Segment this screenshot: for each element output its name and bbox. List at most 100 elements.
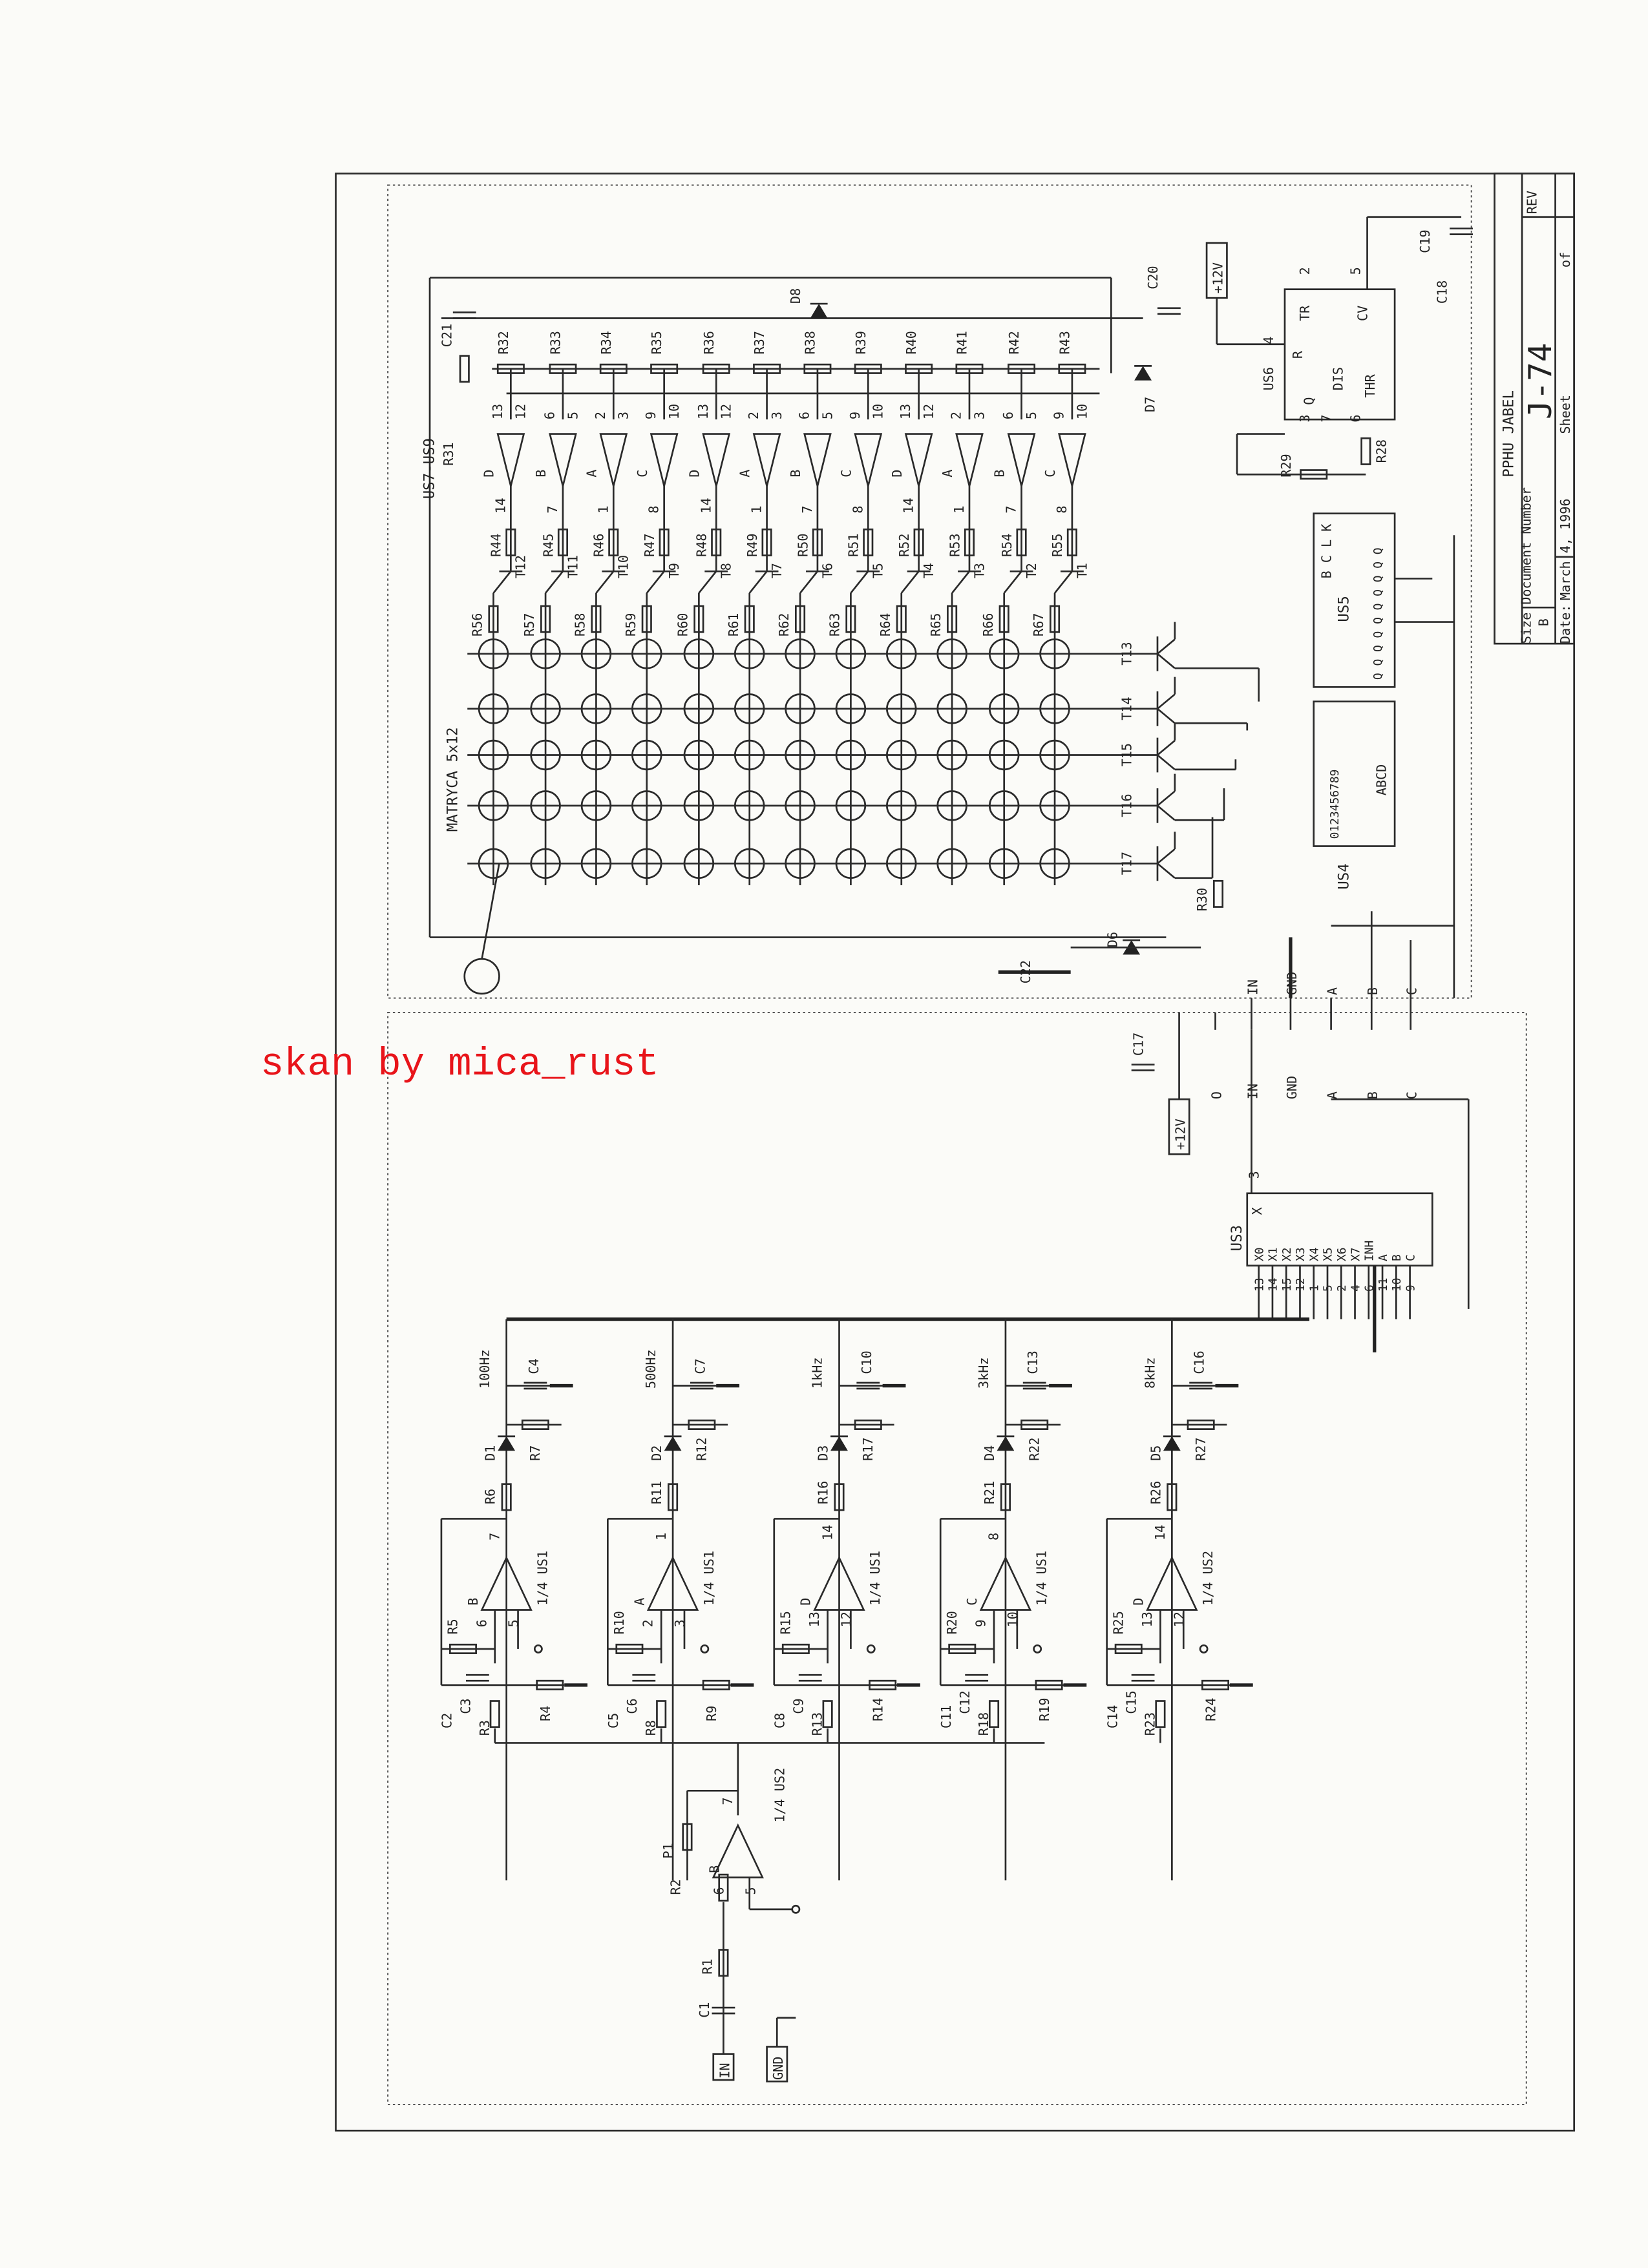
label-r2: R2 xyxy=(668,1879,683,1895)
label-diode: D1 xyxy=(483,1445,498,1461)
label-opamp-group: US7-US9 xyxy=(421,438,438,499)
label-top-resistor: R32 xyxy=(496,331,511,354)
label-r-out: R16 xyxy=(816,1481,831,1504)
resistor-symbol xyxy=(682,1823,693,1851)
us3-input-name: X4 xyxy=(1307,1247,1321,1261)
label-base-resistor: R55 xyxy=(1050,533,1065,556)
filter-frequency-label: 1kHz xyxy=(810,1358,825,1389)
opamp-pin: 3 xyxy=(971,412,987,419)
label-top-resistor: R42 xyxy=(1006,331,1022,354)
label-column-transistor: T4 xyxy=(921,563,936,578)
connector-top-label: A xyxy=(1325,987,1340,995)
opamp-label: 1/4 US2 xyxy=(772,1768,787,1823)
wire xyxy=(481,863,500,960)
resistor-symbol xyxy=(489,1700,500,1728)
opamp-unit-label: A xyxy=(584,470,599,478)
label-row-transistor: T13 xyxy=(1119,642,1135,665)
ref-terminal xyxy=(533,1644,543,1654)
label-column-resistor: R67 xyxy=(1031,613,1046,636)
resistor-symbol xyxy=(702,1679,730,1690)
opamp-pin: 14 xyxy=(819,1525,835,1540)
opamp-unit-label: D xyxy=(1131,1598,1146,1606)
label-r28: R28 xyxy=(1374,439,1389,463)
resistor-symbol xyxy=(1035,1679,1063,1690)
opamp-pin: 3 xyxy=(769,412,785,419)
us3-out-pin-name: X xyxy=(1249,1207,1265,1215)
label-c-a: C6 xyxy=(624,1698,640,1714)
label-r-a: R23 xyxy=(1143,1712,1158,1736)
label-top-resistor: R35 xyxy=(649,331,664,354)
resistor-symbol xyxy=(641,605,652,633)
us4-inputs: ABCD xyxy=(1374,764,1389,795)
label-diode: D2 xyxy=(649,1445,664,1461)
opamp-pin: 7 xyxy=(487,1533,502,1540)
label-column-transistor: T9 xyxy=(666,563,682,578)
opamp-pin: 8 xyxy=(646,506,662,514)
resistor-symbol xyxy=(998,605,1009,633)
opamp-pin: 13 xyxy=(695,404,711,419)
document-number: J-74 xyxy=(1521,343,1559,420)
us6-pin-number: 6 xyxy=(1347,415,1363,423)
ref-terminal xyxy=(866,1644,876,1654)
label-column-resistor: R56 xyxy=(470,613,485,636)
opamp-pin: 12 xyxy=(921,404,936,419)
us3-input-name: X2 xyxy=(1280,1247,1294,1261)
resistor-symbol xyxy=(1155,1700,1166,1728)
connector-bottom-label: B xyxy=(1365,1091,1380,1099)
opamp-pin: 3 xyxy=(672,1619,688,1627)
opamp-pin: 13 xyxy=(490,404,505,419)
opamp-symbol xyxy=(549,433,577,487)
opamp-unit-label: C xyxy=(635,470,650,478)
sheet-label: Sheet xyxy=(1558,395,1573,434)
label-c21: C21 xyxy=(439,324,455,347)
resistor-symbol xyxy=(964,528,975,556)
us6-pin-name: TR xyxy=(1297,305,1313,321)
label-r-top: R27 xyxy=(1193,1438,1209,1461)
opamp-pin: 5 xyxy=(1024,412,1039,419)
label-top-resistor: R33 xyxy=(547,331,563,354)
label-r-fb: R10 xyxy=(611,1611,627,1634)
label-column-resistor: R57 xyxy=(522,613,537,636)
label-column-resistor: R64 xyxy=(878,613,893,636)
label-in: IN xyxy=(717,2063,732,2079)
label-r-fb: R5 xyxy=(445,1619,461,1634)
label-us3: US3 xyxy=(1229,1225,1245,1251)
us6-pin-name: CV xyxy=(1355,306,1371,321)
label-column-transistor: T8 xyxy=(719,563,734,578)
us3-input-name: X6 xyxy=(1335,1247,1349,1261)
label-c-a: C12 xyxy=(957,1690,973,1714)
us6-pin-number: 3 xyxy=(1297,415,1313,423)
label-r-b: R24 xyxy=(1203,1697,1219,1721)
us3-input-name: A xyxy=(1377,1254,1390,1261)
company-name: PPHU JABEL xyxy=(1501,390,1517,478)
label-c-b: C11 xyxy=(938,1705,954,1728)
label-column-transistor: T3 xyxy=(971,563,987,578)
connector-bottom-label: O xyxy=(1209,1091,1224,1099)
opamp-unit-label: B xyxy=(992,470,1008,478)
wire xyxy=(748,571,768,594)
resistor-symbol xyxy=(1066,528,1077,556)
label-r-b: R14 xyxy=(871,1697,886,1721)
label-c-b: C14 xyxy=(1104,1705,1120,1728)
resistor-symbol xyxy=(718,1949,729,1977)
opamp-pin: 5 xyxy=(743,1887,759,1895)
us6-pin-number: 7 xyxy=(1319,415,1335,423)
wire xyxy=(1157,708,1176,724)
label-c17: C17 xyxy=(1131,1033,1146,1056)
resistor-symbol xyxy=(557,528,569,556)
resistor-symbol xyxy=(505,528,516,556)
wire xyxy=(545,571,564,594)
opamp-label: 1/4 US1 xyxy=(867,1551,883,1606)
label-r-top: R12 xyxy=(694,1438,710,1461)
label-r-b: R9 xyxy=(704,1706,719,1721)
connector-bottom-label: A xyxy=(1325,1091,1340,1099)
label-c-b: C8 xyxy=(772,1713,787,1728)
filter-frequency-label: 8kHz xyxy=(1143,1358,1158,1389)
filter-board-outline xyxy=(387,1011,1527,2106)
label-r-b: R4 xyxy=(538,1706,553,1721)
opamp-unit-label: A xyxy=(940,470,955,478)
opamp-pin: 10 xyxy=(1005,1612,1020,1627)
ref-terminal xyxy=(1199,1644,1209,1654)
resistor-symbol xyxy=(947,605,958,633)
